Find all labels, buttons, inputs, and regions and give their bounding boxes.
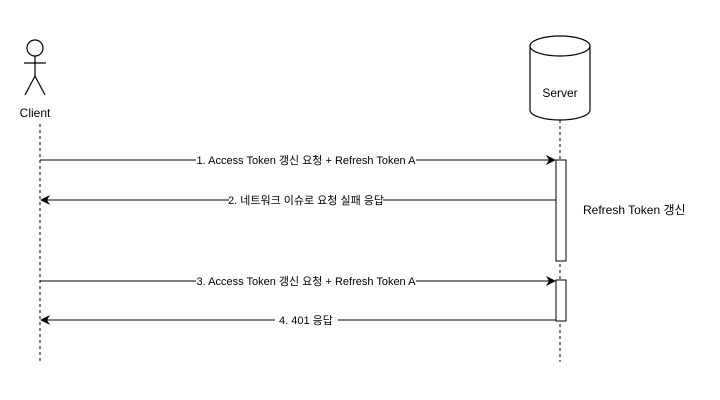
client-label: Client (20, 106, 51, 120)
message-1-label: 1. Access Token 갱신 요청 + Refresh Token A (197, 154, 417, 167)
message-4-label: 4. 401 응답 (279, 314, 333, 327)
message-1: 1. Access Token 갱신 요청 + Refresh Token A (40, 153, 556, 167)
server-activation-2 (555, 279, 567, 322)
message-3-label: 3. Access Token 갱신 요청 + Refresh Token A (197, 275, 417, 288)
server-action-note: Refresh Token 갱신 (583, 203, 686, 217)
server-label: Server (542, 86, 577, 100)
message-3: 3. Access Token 갱신 요청 + Refresh Token A (40, 274, 556, 288)
server-activation-1 (555, 159, 567, 262)
message-2-label: 2. 네트워크 이슈로 요청 실패 응답 (228, 194, 384, 207)
server-database-icon (529, 35, 591, 121)
message-2: 2. 네트워크 이슈로 요청 실패 응답 (40, 193, 556, 207)
message-4: 4. 401 응답 (40, 313, 556, 327)
client-actor-icon (24, 39, 46, 96)
